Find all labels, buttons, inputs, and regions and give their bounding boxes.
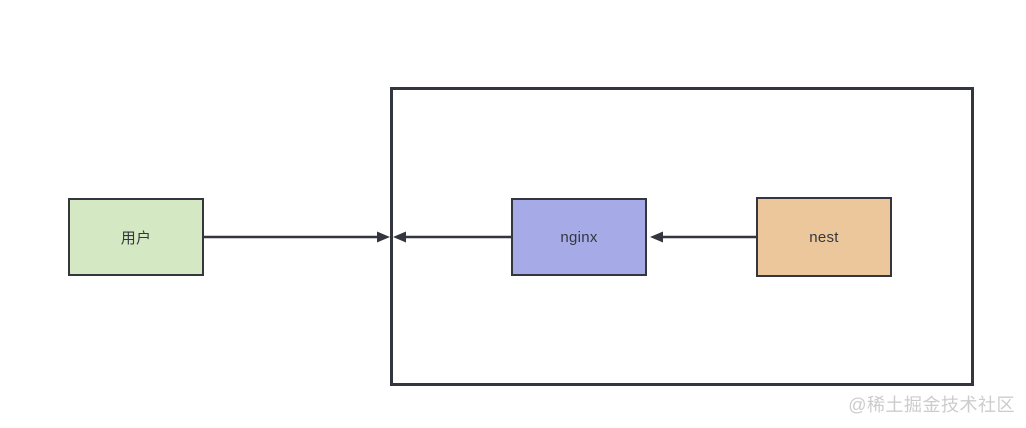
node-nginx: nginx — [511, 198, 647, 276]
watermark: @稀土掘金技术社区 — [848, 395, 1015, 415]
edge-user-to-container — [204, 231, 390, 243]
node-nest: nest — [756, 197, 892, 277]
edge-user-to-container-arrowhead — [377, 231, 390, 243]
node-nginx-label: nginx — [560, 228, 598, 246]
node-user-label: 用户 — [120, 229, 152, 247]
server-container-box — [390, 87, 974, 386]
node-nest-label: nest — [809, 228, 839, 246]
node-user: 用户 — [68, 198, 204, 276]
